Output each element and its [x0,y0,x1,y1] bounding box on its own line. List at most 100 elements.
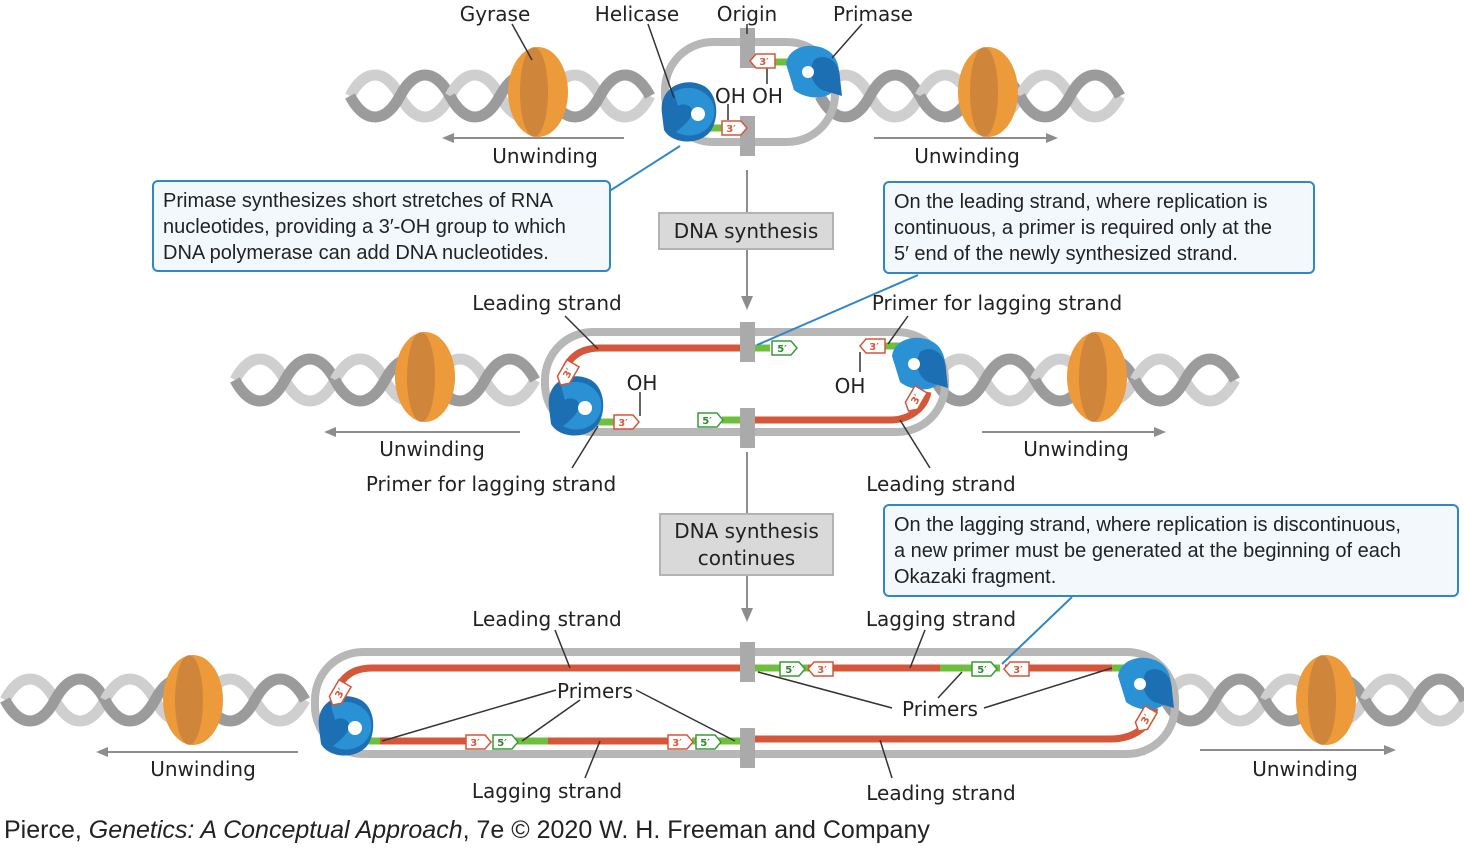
bottom-left-dna-helix [5,679,305,721]
dna-synthesis-step-label: DNA synthesis [673,219,819,243]
gyrase-right-top [958,47,1018,137]
gyrase-left-mid [395,332,455,422]
leading-strand-note: On the leading strand, where replication… [883,181,1315,274]
gyrase-right-bottom [1296,655,1356,745]
dna-synthesis-continues-line-1: DNA synthesis [674,519,819,543]
svg-text:5′: 5′ [700,738,710,749]
lagging-pointer-bottom-left [584,740,601,779]
primers-pointers-right [757,667,1113,709]
three-prime-tag-bottom-2: 3′ [1003,661,1030,677]
origin-marker-bottom-top [740,642,755,682]
leading-note-leader [756,274,919,346]
svg-text:5′: 5′ [777,344,787,355]
middle-panel: 5′ 5′ 3′ 3′ 3′ 3′ OH OH Leading s [235,274,1235,496]
leading-note-line-3: 5′ end of the newly synthesized strand. [894,243,1238,265]
bottom-panel: 5′ 5′ 5′ 5′ 3′ 3′ 3′ 3′ [5,596,1464,805]
unwinding-label-bottom-right: Unwinding [1252,757,1358,781]
unwinding-arrow-top-right [874,133,1058,143]
leading-pointer-bottom-right [879,739,893,779]
primase-pointer [831,23,863,59]
origin-marker-mid-top [740,322,755,362]
credit-book-title: Genetics: A Conceptual Approach [88,816,463,844]
helicase-mid-right [892,337,948,390]
gyrase-right-mid [1067,332,1127,422]
leading-strand-label-mid-left: Leading strand [472,291,621,315]
three-prime-tag-mid-3: 3′ [556,358,581,386]
lagging-strand-label-bottom-right: Lagging strand [866,607,1016,631]
three-prime-tag-bottom-5: 3′ [328,678,353,706]
lagging-strand-label-bottom-left: Lagging strand [472,779,622,803]
origin-label: Origin [717,2,777,26]
helicase-label: Helicase [595,2,679,26]
five-prime-tag-mid-1: 5′ [771,340,798,356]
svg-text:3′: 3′ [817,665,827,676]
primers-pointers-left [381,689,736,742]
primase-note-line-2: nucleotides, providing a 3′-OH group to … [163,216,566,238]
unwinding-arrow-bottom-right [1200,745,1396,755]
five-prime-tag-bottom-4: 5′ [695,734,722,750]
unwinding-label-mid-left: Unwinding [379,437,485,461]
five-prime-tag-bottom-3: 5′ [492,734,519,750]
primers-label-right: Primers [902,697,978,721]
three-prime-tag-top-1: 3′ [749,53,776,69]
unwinding-label-top-left: Unwinding [492,144,598,168]
origin-marker-top [740,28,755,68]
helicase-top [661,82,717,142]
primase-note-line-3: DNA polymerase can add DNA nucleotides. [163,242,549,264]
lagging-strand-note: On the lagging strand, where replication… [883,504,1459,597]
primase-note-line-1: Primase synthesizes short stretches of R… [163,190,554,212]
gyrase-pointer [511,23,533,61]
leading-strand-label-bottom-left: Leading strand [472,607,621,631]
primase-label: Primase [833,2,913,26]
svg-text:3′: 3′ [1013,665,1023,676]
oh-label-mid-right: OH [835,374,866,398]
unwinding-arrow-mid-left [324,427,520,437]
leading-strand-label-bottom-right: Leading strand [866,781,1015,805]
unwinding-label-mid-right: Unwinding [1023,437,1129,461]
oh-oh-label: OH OH [715,84,783,108]
credit-rest: , 7e © 2020 W. H. Freeman and Company [462,816,930,844]
three-prime-tag-top-2: 3′ [721,120,748,136]
helicase-bottom-left [318,696,374,756]
leading-strand-label-mid-right: Leading strand [866,472,1015,496]
oh-label-mid-left: OH [627,371,658,395]
primers-label-left: Primers [557,679,633,703]
svg-text:5′: 5′ [497,738,507,749]
svg-text:5′: 5′ [702,416,712,427]
primase-note-leader [607,145,681,193]
helicase-mid-left [548,376,604,436]
three-prime-tag-mid-4: 3′ [904,384,929,412]
lagging-note-leader [1001,596,1073,665]
lagging-pointer-bottom-right [909,629,926,669]
gyrase-left-bottom [163,655,223,745]
leading-pointer-mid-left [564,315,599,350]
primer-pointer-mid-left [571,425,599,469]
three-prime-tag-bottom-4: 3′ [667,734,694,750]
leading-pointer-bottom-left [554,629,571,669]
unwinding-label-top-right: Unwinding [914,144,1020,168]
dna-synthesis-step: DNA synthesis [658,212,834,250]
origin-marker-mid-bottom [740,408,755,448]
primase-note: Primase synthesizes short stretches of R… [152,180,611,272]
unwinding-arrow-bottom-left [96,747,298,757]
middle-left-dna-helix [235,359,535,401]
five-prime-tag-bottom-2: 5′ [971,661,998,677]
primase-top [786,45,842,98]
leading-note-line-1: On the leading strand, where replication… [894,191,1268,213]
three-prime-tag-bottom-1: 3′ [807,661,834,677]
gyrase-left-top [508,47,568,137]
svg-text:5′: 5′ [977,665,987,676]
primer-pointer-mid-right [887,315,909,345]
svg-text:3′: 3′ [470,738,480,749]
unwinding-label-bottom-left: Unwinding [150,757,256,781]
svg-text:3′: 3′ [726,124,736,135]
figure-credit: Pierce, Genetics: A Conceptual Approach,… [4,816,930,845]
helicase-pointer [647,23,675,99]
unwinding-arrow-mid-right [982,427,1166,437]
svg-text:3′: 3′ [618,418,628,429]
svg-text:5′: 5′ [785,665,795,676]
unwinding-arrow-top-left [442,133,624,143]
three-prime-tag-mid-2: 3′ [613,414,640,430]
